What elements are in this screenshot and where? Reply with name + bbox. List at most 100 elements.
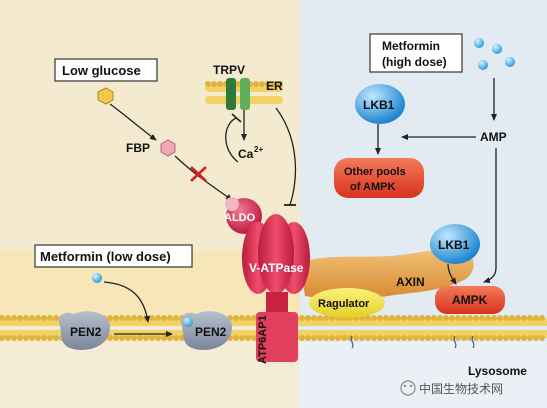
- lipid-head: [365, 315, 371, 321]
- lysosome-label: Lysosome: [468, 364, 527, 378]
- lipid-head: [149, 335, 155, 341]
- aldo-label: ALDO: [224, 212, 256, 224]
- lipid-head: [119, 335, 125, 341]
- lipid-head: [233, 315, 239, 321]
- ampk-label: AMPK: [452, 293, 488, 307]
- fbp-hexagon-icon: [160, 139, 176, 157]
- lipid-head: [41, 335, 47, 341]
- lipid-head: [509, 335, 515, 341]
- axin-label: AXIN: [396, 275, 425, 289]
- lipid-head: [35, 315, 41, 321]
- membrane-anchors: [350, 335, 475, 349]
- lipid-head: [449, 335, 455, 341]
- lipid-head: [245, 335, 251, 341]
- lipid-head: [479, 335, 485, 341]
- glucose-hexagon-icon: [97, 87, 114, 105]
- metformin-to-pen2-arrow: [103, 281, 151, 323]
- lipid-head: [217, 81, 223, 87]
- lipid-head: [419, 315, 425, 321]
- lipid-head: [0, 315, 5, 321]
- pen2-right-protein: [180, 311, 232, 350]
- lipid-head: [467, 315, 473, 321]
- lipid-head: [161, 315, 167, 321]
- amp-to-ampk-arrow: [483, 148, 497, 283]
- lipid-head: [149, 315, 155, 321]
- lipid-head: [53, 315, 59, 321]
- lipid-head: [533, 335, 539, 341]
- lipid-head: [167, 335, 173, 341]
- lipid-head: [47, 335, 53, 341]
- lipid-head: [265, 81, 271, 87]
- lipid-head: [461, 335, 467, 341]
- lipid-head: [239, 315, 245, 321]
- lipid-head: [413, 315, 419, 321]
- lipid-head: [271, 81, 277, 87]
- metformin-molecule-icon: [92, 273, 102, 283]
- lipid-head: [5, 315, 11, 321]
- calcium-inhibits-trpv-line: [225, 117, 239, 163]
- lipid-head: [329, 335, 335, 341]
- lipid-head: [47, 315, 53, 321]
- lipid-head: [277, 81, 283, 87]
- lipid-head: [125, 335, 131, 341]
- lipid-head: [0, 335, 5, 341]
- lipid-head: [383, 315, 389, 321]
- lipid-head: [521, 335, 527, 341]
- lipid-head: [107, 315, 113, 321]
- lipid-head: [395, 315, 401, 321]
- glucose-to-fbp-arrow: [109, 103, 157, 141]
- er-label: ER: [266, 79, 283, 93]
- calcium-charge-label: 2+: [254, 145, 263, 154]
- lipid-head: [443, 315, 449, 321]
- lipid-head: [473, 315, 479, 321]
- lipid-head: [497, 315, 503, 321]
- lipid-head: [377, 315, 383, 321]
- lipid-head: [359, 335, 365, 341]
- metformin-high-line2: (high dose): [382, 55, 447, 69]
- lipid-head: [11, 315, 17, 321]
- lipid-head: [29, 335, 35, 341]
- lipid-head: [233, 335, 239, 341]
- lkb1-to-ampk-arrow: [447, 263, 457, 285]
- pen2-right-label: PEN2: [195, 325, 227, 339]
- lipid-head: [521, 315, 527, 321]
- lipid-head: [401, 335, 407, 341]
- lipid-head: [137, 315, 143, 321]
- lipid-head: [205, 81, 211, 87]
- lipid-head: [335, 335, 341, 341]
- lipid-head: [119, 315, 125, 321]
- lipid-head: [365, 335, 371, 341]
- lipid-head: [173, 315, 179, 321]
- lipid-head: [17, 315, 23, 321]
- lipid-head: [539, 315, 545, 321]
- lipid-head: [491, 315, 497, 321]
- lipid-head: [259, 81, 265, 87]
- lipid-head: [407, 335, 413, 341]
- inhibition-cross-icon: [190, 166, 207, 182]
- lipid-head: [23, 315, 29, 321]
- lipid-head: [509, 315, 515, 321]
- lipid-head: [515, 315, 521, 321]
- lipid-head: [407, 315, 413, 321]
- lipid-head: [371, 315, 377, 321]
- lipid-head: [5, 335, 11, 341]
- lipid-head: [311, 315, 317, 321]
- axin-protein: [300, 248, 474, 299]
- lipid-head: [11, 335, 17, 341]
- lkb1-top-protein: [355, 84, 405, 124]
- er-inhibition-line: [275, 107, 297, 206]
- lipid-head: [235, 81, 241, 87]
- lipid-head: [467, 335, 473, 341]
- lipid-head: [527, 335, 533, 341]
- lkb1-bottom-protein: [430, 224, 480, 264]
- lipid-head: [17, 335, 23, 341]
- lipid-head: [23, 335, 29, 341]
- lipid-head: [131, 335, 137, 341]
- lipid-head: [539, 335, 545, 341]
- lipid-head: [497, 335, 503, 341]
- lipid-head: [161, 335, 167, 341]
- lipid-head: [485, 315, 491, 321]
- lipid-head: [347, 335, 353, 341]
- lipid-head: [449, 315, 455, 321]
